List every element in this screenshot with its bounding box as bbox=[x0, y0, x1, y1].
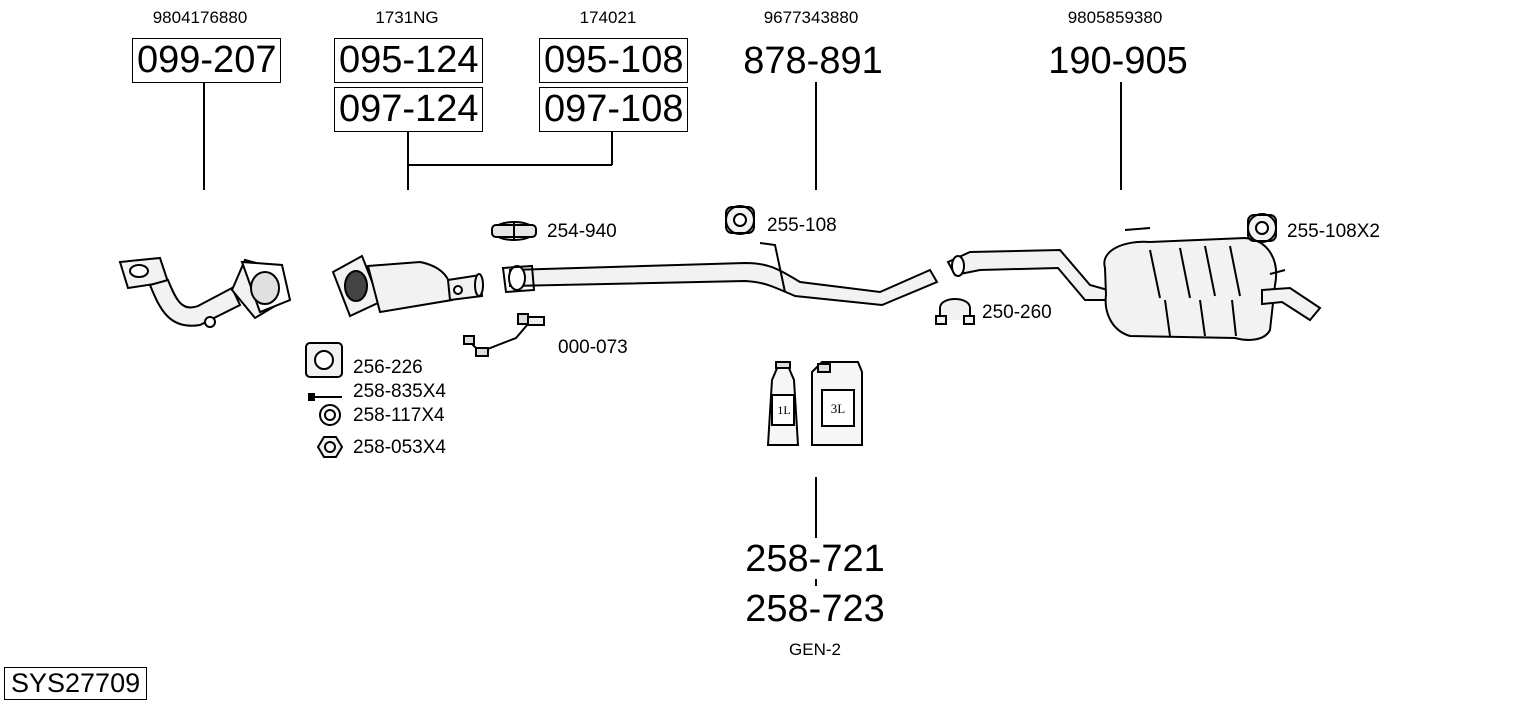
oem-number-middle-pipe: 9677343880 bbox=[763, 8, 859, 27]
part-number-095-124[interactable]: 095-124 bbox=[334, 38, 484, 83]
part-number-097-124[interactable]: 097-124 bbox=[334, 87, 484, 132]
accessory-255-108[interactable]: 255-108 bbox=[767, 215, 837, 236]
washer-part bbox=[319, 404, 341, 426]
system-id: SYS27709 bbox=[4, 667, 148, 700]
bolt-part bbox=[308, 393, 342, 401]
sensor-part bbox=[463, 313, 545, 357]
fluid-canister-3l bbox=[811, 361, 863, 446]
fluid-note: GEN-2 bbox=[789, 640, 841, 659]
clamp-front-part bbox=[491, 221, 537, 241]
part-number-190-905[interactable]: 190-905 bbox=[1048, 40, 1188, 82]
accessory-254-940[interactable]: 254-940 bbox=[547, 221, 617, 242]
oem-number-rear-silencer: 9805859380 bbox=[1067, 8, 1163, 27]
rear-silencer-part bbox=[946, 227, 1322, 341]
accessory-258-117x4[interactable]: 258-117X4 bbox=[353, 405, 445, 426]
part-number-095-108[interactable]: 095-108 bbox=[539, 38, 689, 83]
nut-part bbox=[316, 436, 344, 458]
middle-pipe-part bbox=[501, 242, 939, 307]
accessory-258-835x4[interactable]: 258-835X4 bbox=[353, 381, 446, 402]
fluid-bottle-1l bbox=[766, 361, 800, 446]
rubber-mount-mid-part bbox=[725, 205, 755, 235]
accessory-256-226[interactable]: 256-226 bbox=[353, 357, 423, 378]
part-number-097-108[interactable]: 097-108 bbox=[539, 87, 689, 132]
accessory-000-073[interactable]: 000-073 bbox=[558, 337, 628, 358]
canister-label-1l: 1L bbox=[777, 403, 790, 417]
front-catalyst-part bbox=[118, 256, 292, 328]
accessory-258-053x4[interactable]: 258-053X4 bbox=[353, 437, 446, 458]
canister-label-3l: 3L bbox=[831, 401, 846, 416]
part-number-258-723[interactable]: 258-723 bbox=[745, 588, 885, 630]
part-number-258-721[interactable]: 258-721 bbox=[745, 538, 885, 580]
rubber-mount-rear-part bbox=[1247, 213, 1277, 243]
accessory-250-260[interactable]: 250-260 bbox=[982, 302, 1052, 323]
part-number-099-207[interactable]: 099-207 bbox=[132, 38, 282, 83]
part-number-878-891[interactable]: 878-891 bbox=[743, 40, 883, 82]
oem-number-dpf: 174021 bbox=[579, 8, 637, 27]
accessory-255-108x2[interactable]: 255-108X2 bbox=[1287, 221, 1380, 242]
mid-catalyst-part bbox=[331, 254, 484, 318]
oem-number-front-cat: 9804176880 bbox=[152, 8, 248, 27]
gasket-part bbox=[305, 342, 343, 378]
oem-number-mid-cat: 1731NG bbox=[375, 8, 439, 27]
clamp-rear-part bbox=[935, 298, 975, 325]
